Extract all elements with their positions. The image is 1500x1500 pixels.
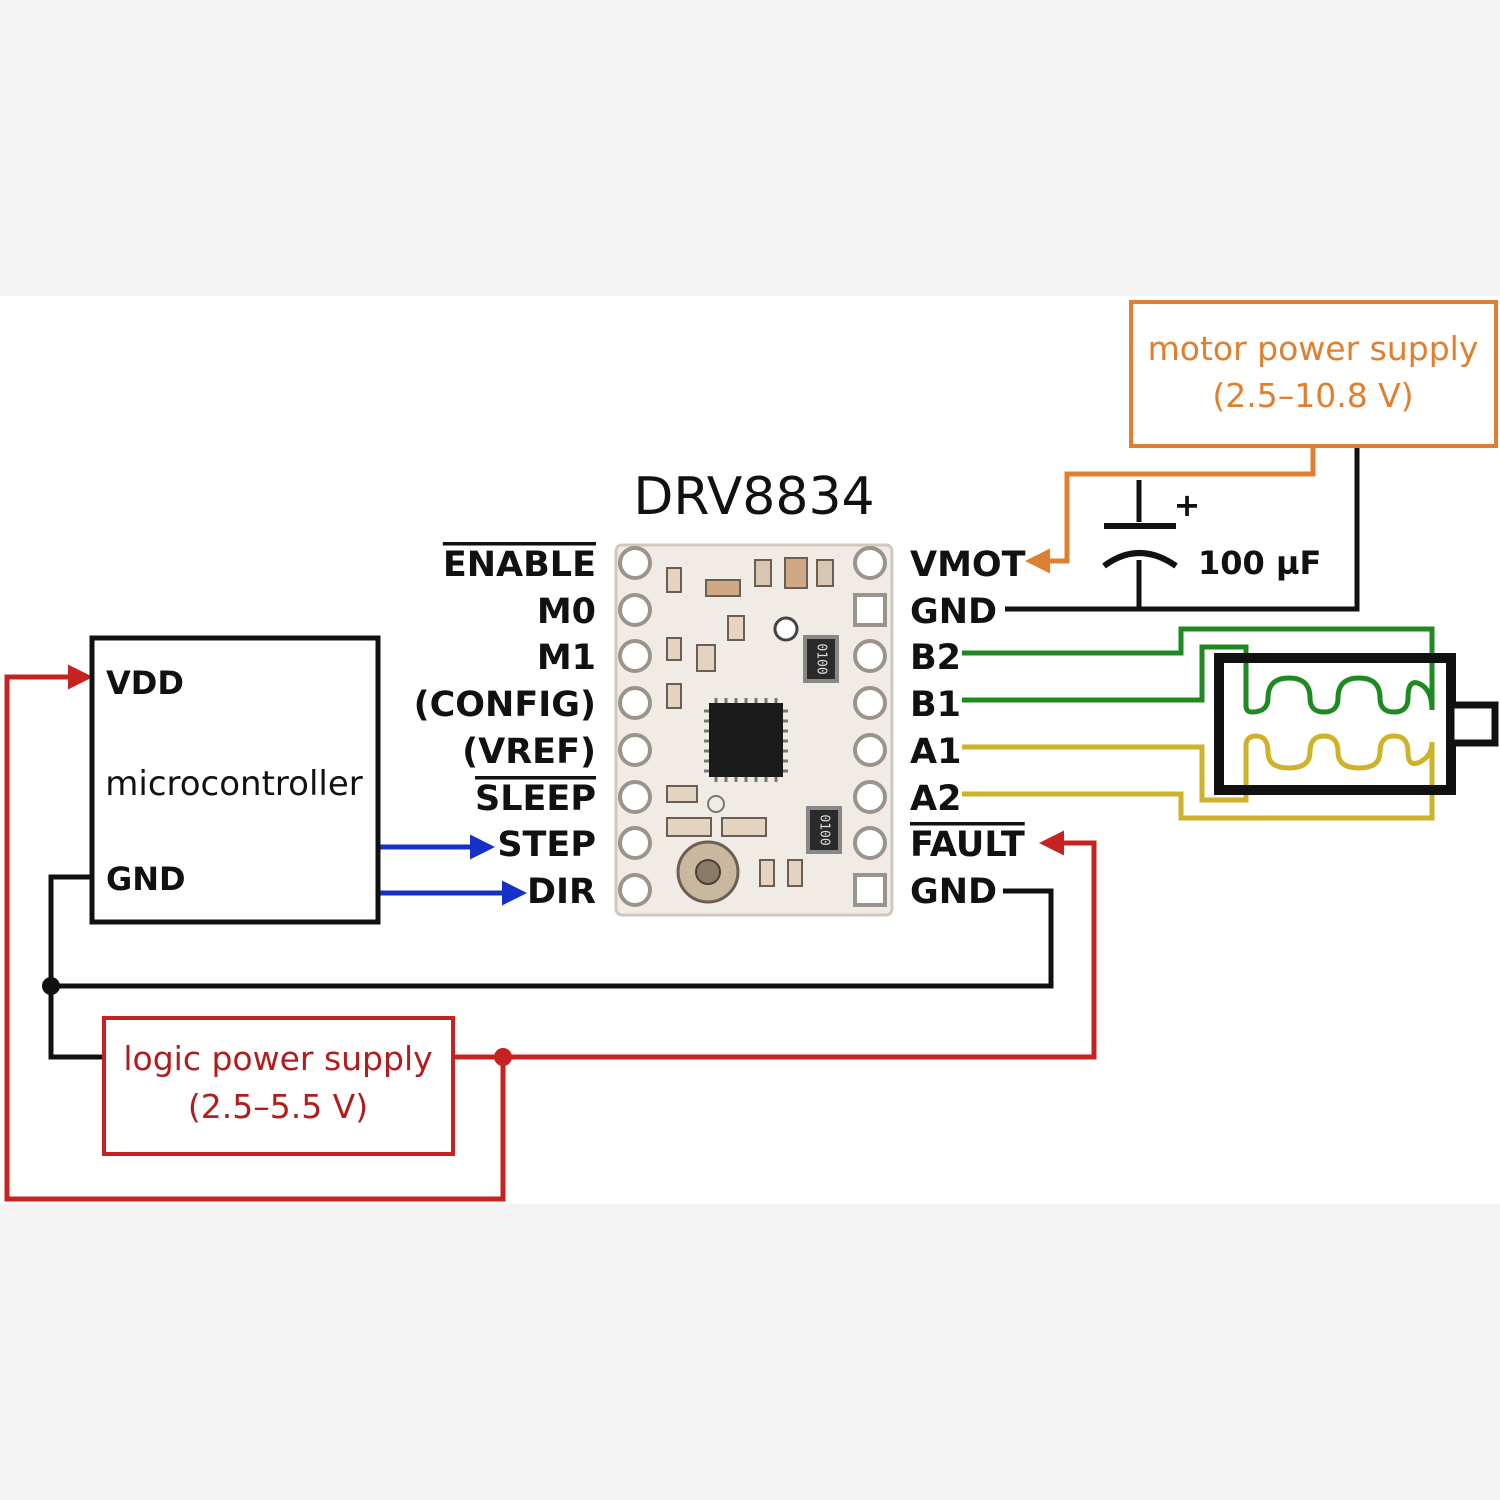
right-pin-label-5: A2 xyxy=(910,779,961,819)
sense-resistor xyxy=(806,806,842,854)
smd-component xyxy=(787,859,803,887)
left-pin-label-1: M0 xyxy=(537,592,596,632)
microcontroller-block: VDD microcontroller GND xyxy=(89,635,381,925)
pin-pad-left-1 xyxy=(618,593,652,627)
right-pin-label-0: VMOT xyxy=(910,545,1026,585)
pin-pad-right-3 xyxy=(853,686,887,720)
smd-component xyxy=(759,859,775,887)
right-pin-label-1: GND xyxy=(910,592,997,632)
mcu-vdd-label: VDD xyxy=(106,664,184,702)
board-title: DRV8834 xyxy=(633,467,874,527)
motor-supply-line1: motor power supply xyxy=(1148,329,1479,368)
left-pin-label-5: SLEEP xyxy=(475,779,596,819)
mounting-hole xyxy=(773,616,799,642)
smd-component xyxy=(666,817,712,837)
fault-wire xyxy=(453,830,1097,1060)
pin-pad-left-3 xyxy=(618,686,652,720)
smd-component xyxy=(696,644,716,672)
pin-pad-left-0 xyxy=(618,546,652,580)
a1-wire xyxy=(962,744,1249,803)
pin-pad-right-0 xyxy=(853,546,887,580)
left-pin-label-2: M1 xyxy=(537,638,596,678)
ic-pins xyxy=(704,698,788,782)
stepper-motor xyxy=(1214,653,1499,795)
left-pin-pads xyxy=(618,546,652,907)
smd-component xyxy=(721,817,767,837)
pin-pad-left-6 xyxy=(618,826,652,860)
left-pin-label-0: ENABLE xyxy=(443,545,596,585)
mcu-gnd-wire xyxy=(48,874,104,1060)
driver-ic xyxy=(709,703,783,777)
capacitor-polarity: + xyxy=(1174,486,1201,524)
left-pin-label-6: STEP xyxy=(497,825,596,865)
smd-component xyxy=(784,557,808,589)
smd-component xyxy=(705,579,741,597)
capacitor-value: 100 µF xyxy=(1198,544,1321,582)
capacitor: + 100 µF xyxy=(1102,486,1321,582)
left-pin-label-4: (VREF) xyxy=(462,732,596,772)
pin-pad-right-2 xyxy=(853,639,887,673)
pin-pad-right-square-7 xyxy=(853,873,887,907)
ground-bus-wire xyxy=(51,888,1054,989)
pin-pad-right-4 xyxy=(853,733,887,767)
smd-component xyxy=(727,615,745,641)
coil-a-winding xyxy=(1243,733,1435,771)
pin-pad-left-4 xyxy=(618,733,652,767)
potentiometer-knob xyxy=(695,859,721,885)
pin-pad-left-5 xyxy=(618,780,652,814)
logic-supply-line2: (2.5–5.5 V) xyxy=(188,1087,368,1126)
right-pin-label-7: GND xyxy=(910,872,997,912)
motor-gnd-wire xyxy=(1005,448,1360,612)
b1-wire xyxy=(962,644,1249,706)
ground-junction xyxy=(42,977,60,995)
logic-power-supply: logic power supply (2.5–5.5 V) xyxy=(102,1016,455,1156)
smd-component xyxy=(816,559,834,587)
motor-supply-line2: (2.5–10.8 V) xyxy=(1212,376,1413,415)
via xyxy=(707,795,725,813)
pin-pad-right-6 xyxy=(853,826,887,860)
resistor-marking: 0100 xyxy=(817,814,832,845)
coil-b-winding xyxy=(1243,675,1435,715)
right-pin-label-4: A1 xyxy=(910,732,961,772)
pin-pad-left-2 xyxy=(618,639,652,673)
smd-component xyxy=(666,637,682,661)
left-pin-label-3: (CONFIG) xyxy=(414,685,596,725)
driver-board: 0100 0100 xyxy=(614,543,894,917)
logic-junction xyxy=(494,1048,512,1066)
sense-resistor xyxy=(803,635,839,683)
smd-component xyxy=(666,785,698,803)
logic-supply-line1: logic power supply xyxy=(123,1039,432,1078)
resistor-marking: 0100 xyxy=(814,643,829,674)
pin-pad-right-square-1 xyxy=(853,593,887,627)
smd-component xyxy=(754,559,772,587)
right-pin-pads xyxy=(853,546,887,907)
mcu-label: microcontroller xyxy=(105,764,363,804)
pin-pad-right-5 xyxy=(853,780,887,814)
vdd-wire xyxy=(4,664,506,1202)
smd-component xyxy=(666,683,682,709)
right-pin-label-2: B2 xyxy=(910,638,961,678)
right-pin-label-3: B1 xyxy=(910,685,961,725)
smd-component xyxy=(666,567,682,593)
right-pin-label-6: FAULT xyxy=(910,825,1025,865)
left-pin-label-7: DIR xyxy=(527,872,596,912)
pin-pad-left-7 xyxy=(618,873,652,907)
motor-power-supply: motor power supply (2.5–10.8 V) xyxy=(1129,300,1498,448)
vmot-wire xyxy=(1025,448,1316,574)
mcu-gnd-label: GND xyxy=(106,860,186,898)
